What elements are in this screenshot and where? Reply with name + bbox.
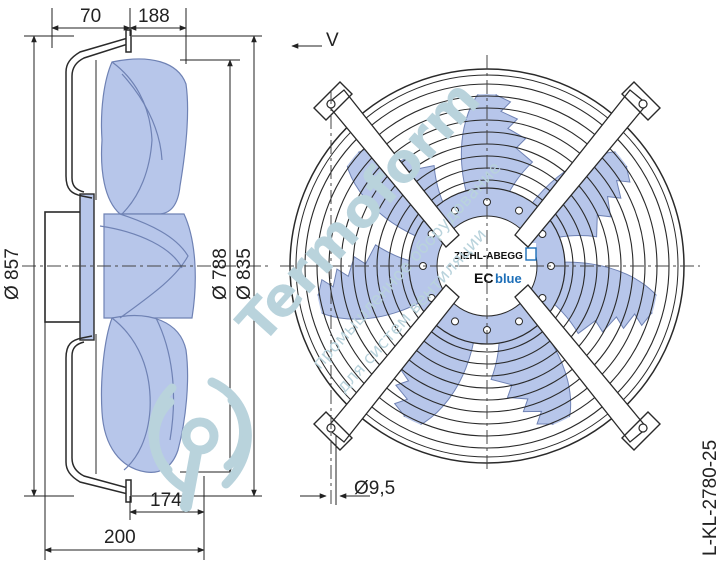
dim-70-label: 70 bbox=[80, 6, 101, 27]
side-view-blades bbox=[99, 58, 196, 473]
hole-diameter-label: Ø9,5 bbox=[354, 478, 395, 499]
ec-badge-prefix: EC bbox=[474, 270, 493, 286]
guard-side-profile bbox=[65, 29, 132, 503]
dim-835-label: Ø 835 bbox=[234, 248, 255, 300]
hub-bolt bbox=[515, 206, 523, 215]
hub-bolt bbox=[451, 317, 459, 326]
dim-788-label: Ø 788 bbox=[210, 248, 231, 300]
ec-badge-suffix: blue bbox=[495, 271, 522, 286]
support-struts bbox=[326, 89, 648, 443]
brand-logo-icon bbox=[525, 247, 537, 261]
dim-200-label: 200 bbox=[104, 527, 136, 548]
side-dimensions bbox=[24, 8, 262, 560]
dim-857-label: Ø 857 bbox=[2, 248, 23, 300]
hub-bolt bbox=[515, 317, 523, 326]
front-view: V ZIEHL-ABEGG EC blue bbox=[280, 30, 700, 505]
side-view: 70 188 Ø 857 Ø 788 Ø 835 174 200 bbox=[2, 6, 268, 560]
drawing-number: L-KL-2780-25 bbox=[700, 440, 721, 556]
front-center-lines bbox=[280, 55, 700, 505]
hub-label-band bbox=[452, 243, 536, 263]
dim-174-label: 174 bbox=[150, 490, 182, 511]
watermark-fan-icon bbox=[148, 377, 252, 512]
view-label: V bbox=[326, 30, 339, 51]
motor-hub bbox=[44, 193, 95, 341]
brand-label: ZIEHL-ABEGG bbox=[454, 251, 523, 262]
hole-dimension bbox=[300, 436, 370, 505]
hub-bolt bbox=[451, 206, 459, 215]
dim-188-label: 188 bbox=[138, 6, 170, 27]
